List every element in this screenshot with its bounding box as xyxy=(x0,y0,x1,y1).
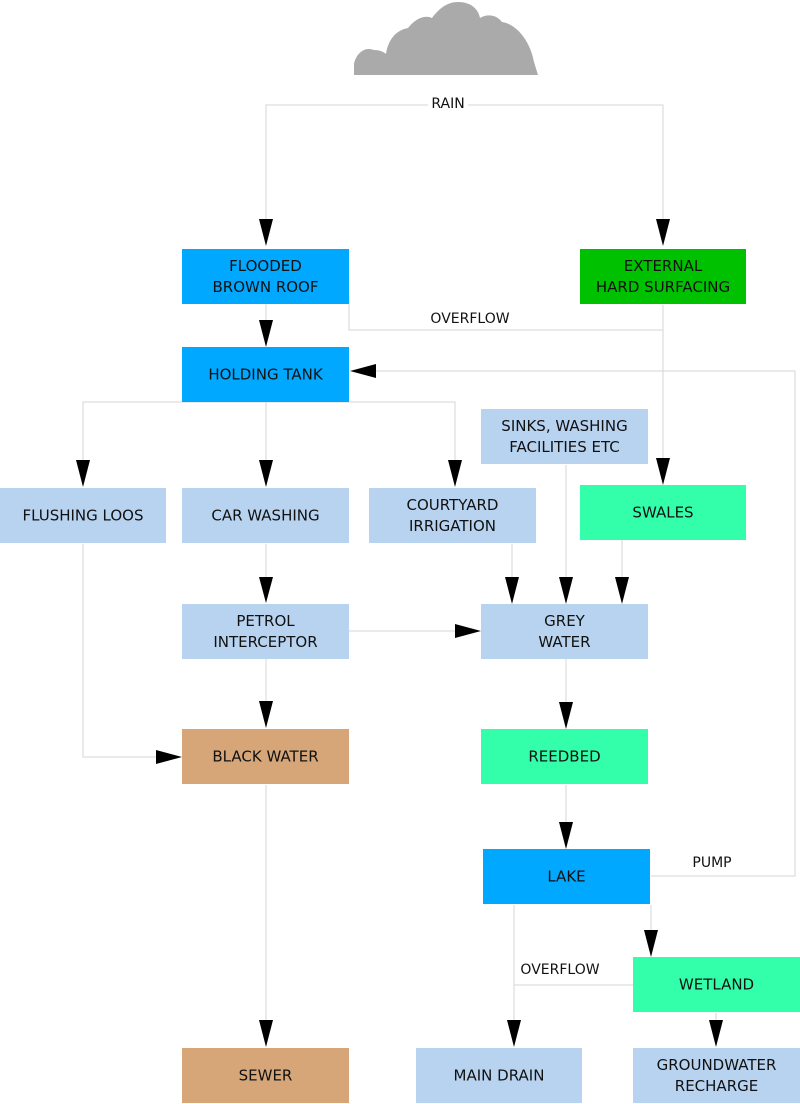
node-petrol-interceptor: PETROL INTERCEPTOR xyxy=(182,604,349,659)
node-wetland: WETLAND xyxy=(633,957,800,1012)
arrowhead xyxy=(656,458,670,485)
arrowhead xyxy=(76,460,90,487)
node-label: GREY xyxy=(544,612,586,630)
node-label: LAKE xyxy=(547,868,585,886)
node-box xyxy=(483,849,650,904)
arrowhead xyxy=(259,701,273,728)
overflow-label-top: OVERFLOW xyxy=(430,311,509,327)
arrowhead xyxy=(259,219,273,246)
node-swales: SWALES xyxy=(580,485,746,540)
node-box xyxy=(580,249,746,304)
node-box xyxy=(633,1048,800,1103)
node-box xyxy=(182,604,349,659)
pump-label: PUMP xyxy=(692,855,731,871)
node-box xyxy=(481,604,648,659)
node-box xyxy=(182,1048,349,1103)
node-label: BLACK WATER xyxy=(212,748,318,766)
node-box xyxy=(481,409,648,464)
node-sinks-washing-facilities: SINKS, WASHING FACILITIES ETC xyxy=(481,409,648,464)
node-box xyxy=(182,249,349,304)
node-box xyxy=(481,729,648,784)
rain-label: RAIN xyxy=(431,96,464,112)
node-holding-tank: HOLDING TANK xyxy=(182,347,349,402)
node-flooded-brown-roof: FLOODED BROWN ROOF xyxy=(182,249,349,304)
node-label: GROUNDWATER xyxy=(657,1056,777,1074)
node-external-hard-surfacing: EXTERNAL HARD SURFACING xyxy=(580,249,746,304)
arrowhead xyxy=(559,702,573,729)
node-label: SINKS, WASHING xyxy=(501,417,627,435)
node-label: WETLAND xyxy=(679,976,754,994)
node-label: RECHARGE xyxy=(675,1077,758,1095)
node-label: COURTYARD xyxy=(407,496,499,514)
overflow-label-bottom: OVERFLOW xyxy=(520,962,599,978)
arrowhead xyxy=(455,624,481,638)
node-car-washing: CAR WASHING xyxy=(182,488,349,543)
node-label: SWALES xyxy=(632,504,693,522)
cloud-icon xyxy=(354,2,538,75)
node-label: PETROL xyxy=(236,612,295,630)
node-sewer: SEWER xyxy=(182,1048,349,1103)
arrowhead xyxy=(615,577,629,604)
node-label: EXTERNAL xyxy=(624,257,703,275)
node-label: HARD SURFACING xyxy=(596,278,730,296)
connectors xyxy=(82,104,796,1023)
node-label: FACILITIES ETC xyxy=(509,438,620,456)
node-box xyxy=(182,488,349,543)
node-main-drain: MAIN DRAIN xyxy=(416,1048,582,1103)
arrowhead xyxy=(259,320,273,347)
arrowhead xyxy=(656,219,670,246)
node-box xyxy=(633,957,800,1012)
node-box xyxy=(0,488,166,543)
arrowhead xyxy=(350,364,376,378)
arrowhead xyxy=(709,1020,723,1047)
arrowhead xyxy=(259,1020,273,1047)
node-label: FLUSHING LOOS xyxy=(22,507,143,525)
node-grey-water: GREY WATER xyxy=(481,604,648,659)
arrowhead xyxy=(559,577,573,604)
node-black-water: BLACK WATER xyxy=(182,729,349,784)
node-box xyxy=(182,347,349,402)
node-box xyxy=(182,729,349,784)
node-label: BROWN ROOF xyxy=(212,278,318,296)
node-courtyard-irrigation: COURTYARD IRRIGATION xyxy=(369,488,536,543)
arrowhead xyxy=(259,460,273,487)
node-reedbed: REEDBED xyxy=(481,729,648,784)
node-box xyxy=(580,485,746,540)
arrowhead xyxy=(644,930,658,957)
node-flushing-loos: FLUSHING LOOS xyxy=(0,488,166,543)
node-groundwater-recharge: GROUNDWATER RECHARGE xyxy=(633,1048,800,1103)
node-label: HOLDING TANK xyxy=(208,366,324,384)
arrowhead xyxy=(505,577,519,604)
node-lake: LAKE xyxy=(483,849,650,904)
arrowhead xyxy=(259,577,273,603)
arrowhead xyxy=(156,750,182,764)
node-label: REEDBED xyxy=(528,748,600,766)
node-box xyxy=(369,488,536,543)
node-label: INTERCEPTOR xyxy=(213,633,317,651)
node-label: SEWER xyxy=(239,1067,293,1085)
node-box xyxy=(416,1048,582,1103)
arrowhead xyxy=(507,1020,521,1047)
node-label: MAIN DRAIN xyxy=(454,1067,545,1085)
arrowhead xyxy=(559,822,573,849)
node-label: IRRIGATION xyxy=(409,517,496,535)
arrowhead xyxy=(448,460,462,487)
node-label: FLOODED xyxy=(229,257,302,275)
arrowheads xyxy=(76,219,723,1047)
node-label: CAR WASHING xyxy=(211,507,319,525)
node-label: WATER xyxy=(538,633,590,651)
